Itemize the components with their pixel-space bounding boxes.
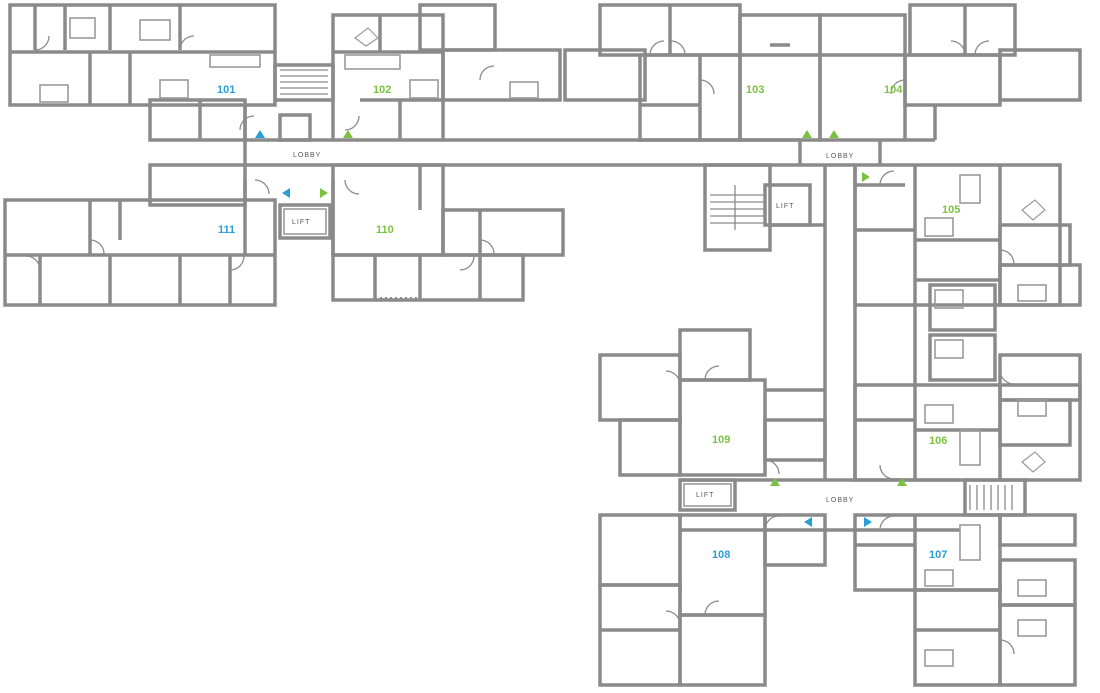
unit-label-103: 103 (746, 84, 764, 96)
unit-label-109: 109 (712, 434, 730, 446)
lift-label-central: LIFT (776, 203, 794, 210)
unit-label-106: 106 (929, 435, 947, 447)
unit-label-102: 102 (373, 84, 391, 96)
lift-label-south: LIFT (696, 492, 714, 499)
wing-east (853, 163, 1082, 482)
wing-north-west (3, 3, 800, 307)
unit-label-107: 107 (929, 549, 947, 561)
unit-label-105: 105 (942, 204, 960, 216)
unit-label-111: 111 (218, 224, 235, 236)
wing-south-east (853, 513, 1077, 687)
lobby-label-south: LOBBY (826, 497, 854, 504)
stair-icon (280, 69, 328, 95)
central-core (690, 163, 905, 480)
stair-icon (969, 485, 1013, 510)
lobby-label-north-east: LOBBY (826, 153, 854, 160)
unit-label-101: 101 (217, 84, 235, 96)
wing-south-west (598, 328, 1027, 687)
entry-arrow-icon (255, 130, 907, 527)
lobby-label-north-west: LOBBY (293, 152, 321, 159)
stair-icon (710, 185, 765, 230)
lift-label-north-west: LIFT (292, 219, 310, 226)
unit-label-110: 110 (376, 224, 394, 236)
wing-north-east (563, 3, 1082, 165)
unit-label-108: 108 (712, 549, 730, 561)
unit-label-104: 104 (884, 84, 903, 96)
